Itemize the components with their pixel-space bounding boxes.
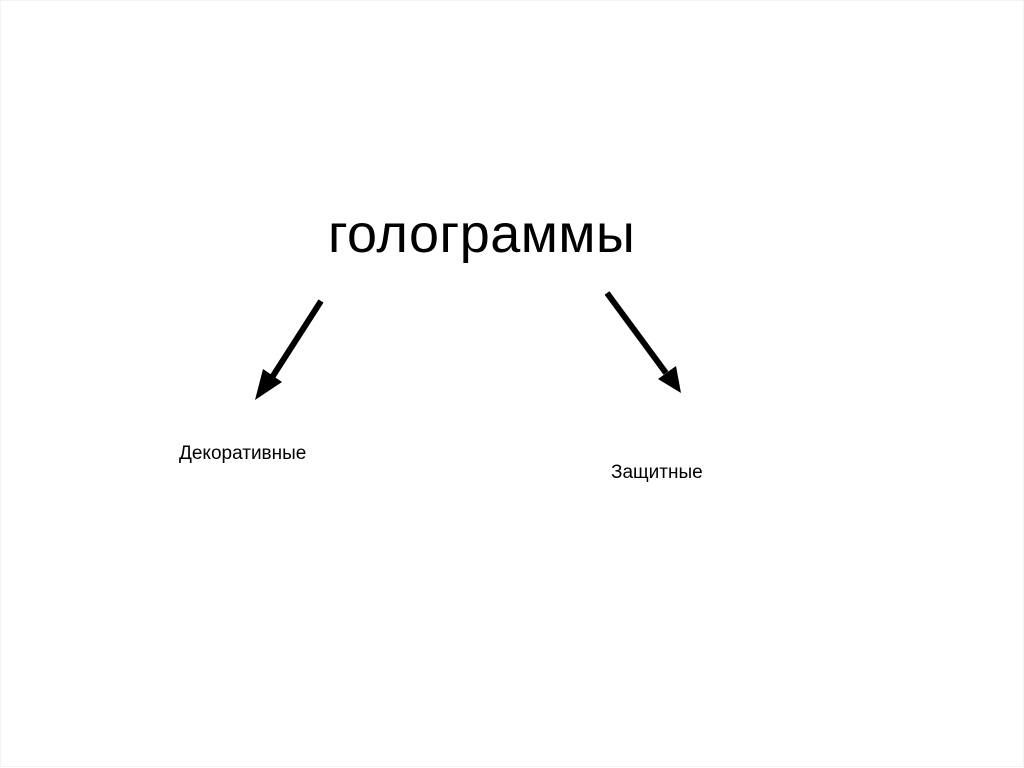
- branch-label-protective: Защитные: [611, 462, 703, 483]
- arrow-left-icon: [255, 299, 324, 400]
- arrow-right-icon: [604, 291, 681, 393]
- branch-label-decorative: Декоративные: [179, 443, 307, 464]
- root-node-title: голограммы: [328, 204, 636, 264]
